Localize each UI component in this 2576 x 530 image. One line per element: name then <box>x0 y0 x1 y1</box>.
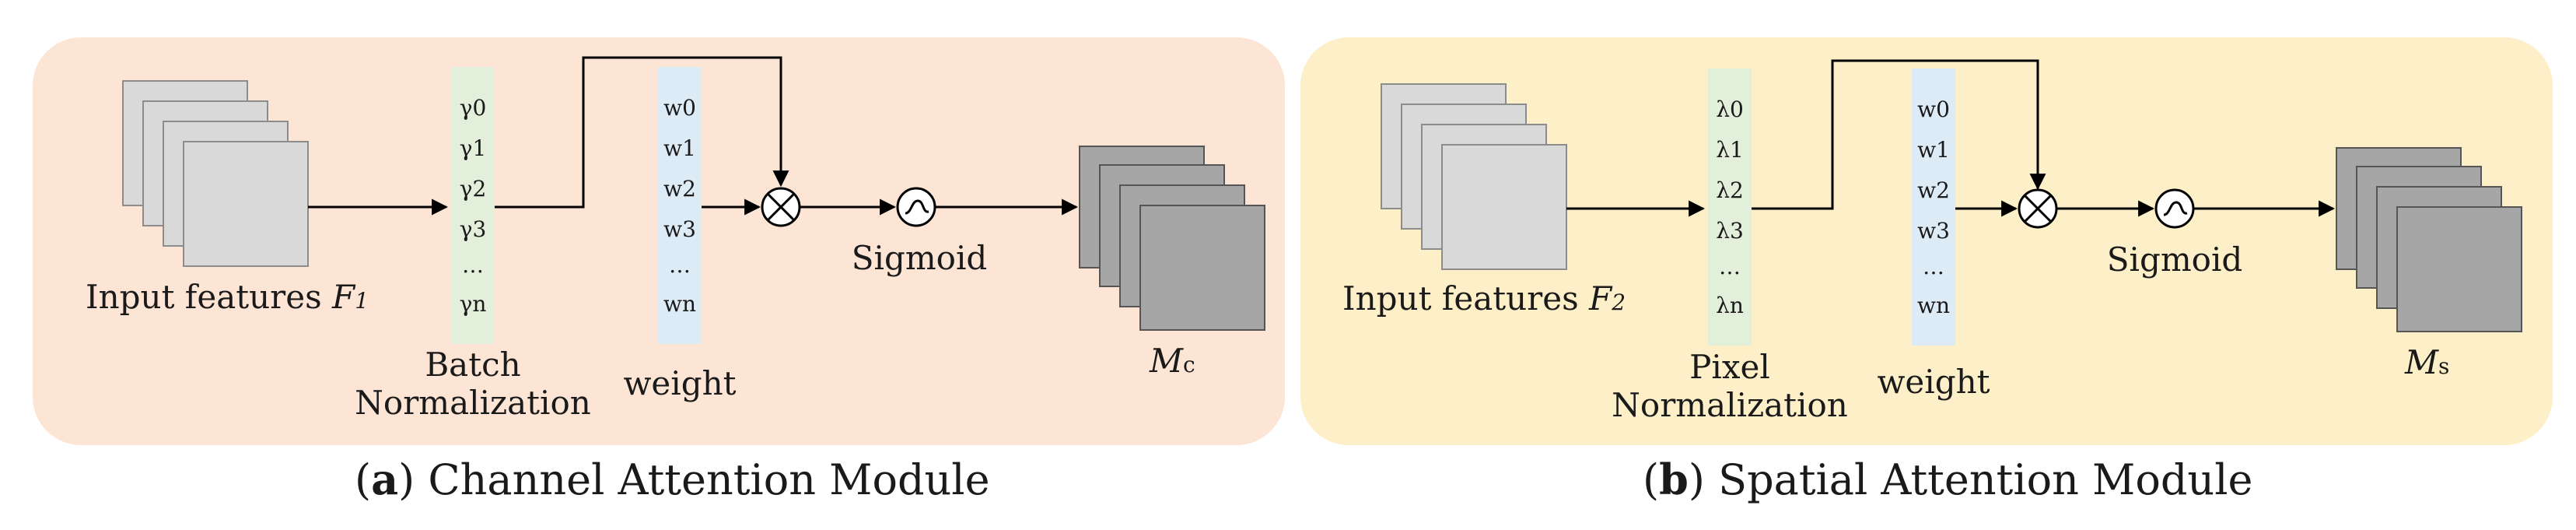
weight-value: w2 <box>1917 177 1950 203</box>
norm-value: γ2 <box>460 176 487 202</box>
input-feature-stack-b <box>1381 83 1567 270</box>
sigmoid-label-b: Sigmoid <box>2107 240 2243 279</box>
norm-label-a-line2: Normalization <box>355 384 591 422</box>
weight-label-b: weight <box>1877 363 1990 401</box>
norm-label-b-line1: Pixel <box>1689 348 1770 386</box>
norm-value: λ1 <box>1716 137 1744 163</box>
weight-value: w1 <box>663 135 696 161</box>
norm-bar-b <box>1708 68 1752 346</box>
norm-label-a-line1: Batch <box>425 346 520 384</box>
skip-connection-a <box>495 56 789 209</box>
skip-connection-b <box>1752 59 2046 210</box>
weight-value: wn <box>663 291 696 317</box>
panel-channel-attention: Input features F1 γ0 γ1 γ2 γ3 … γn Batch… <box>33 37 1285 445</box>
weight-label-a: weight <box>623 364 736 402</box>
caption-a: (a) Channel Attention Module <box>355 455 990 504</box>
input-label-b: Input features F2 <box>1342 279 1626 318</box>
norm-values-a: γ0 γ1 γ2 γ3 … γn <box>460 95 487 317</box>
norm-bar-a <box>451 67 495 344</box>
circled-times-icon <box>2018 188 2058 229</box>
norm-value: γ0 <box>460 95 487 121</box>
norm-value: γ1 <box>460 135 487 161</box>
norm-value: λn <box>1716 293 1744 318</box>
caption-text: Spatial Attention Module <box>1718 455 2253 504</box>
norm-value: γ3 <box>460 216 487 242</box>
weight-value: w0 <box>663 95 696 121</box>
weight-value: w0 <box>1917 97 1950 122</box>
output-feature-stack-b <box>2336 147 2522 332</box>
caption-text: Channel Attention Module <box>428 455 990 504</box>
weight-value: wn <box>1917 293 1950 318</box>
weight-bar-a <box>658 67 702 344</box>
weight-value: w1 <box>1917 137 1950 163</box>
weight-value: w3 <box>663 216 696 242</box>
panel-spatial-attention: Input features F2 λ0 λ1 λ2 λ3 … λn Pixel… <box>1300 37 2553 445</box>
sigmoid-curve-icon <box>896 187 936 227</box>
norm-value: λ0 <box>1716 97 1744 122</box>
weight-value: … <box>669 252 691 278</box>
weight-value: w2 <box>663 176 696 202</box>
circled-times-icon <box>761 187 801 227</box>
input-label-a: Input features F1 <box>86 278 369 316</box>
norm-value: γn <box>460 291 487 317</box>
weight-value: w3 <box>1917 218 1950 244</box>
norm-label-b-line2: Normalization <box>1612 386 1848 424</box>
norm-value: λ2 <box>1716 177 1744 203</box>
weight-values-a: w0 w1 w2 w3 … wn <box>663 95 696 317</box>
output-label-a: Mc <box>1149 342 1195 380</box>
output-label-b: Ms <box>2404 343 2449 381</box>
weight-bar-b <box>1912 68 1955 346</box>
output-feature-stack-a <box>1079 146 1265 331</box>
norm-value: λ3 <box>1716 218 1744 244</box>
weight-values-b: w0 w1 w2 w3 … wn <box>1917 97 1950 318</box>
attention-modules-diagram: Input features F1 γ0 γ1 γ2 γ3 … γn Batch… <box>33 37 2553 445</box>
norm-values-b: λ0 λ1 λ2 λ3 … λn <box>1716 97 1744 318</box>
sigmoid-label-a: Sigmoid <box>852 239 988 277</box>
caption-b: (b) Spatial Attention Module <box>1643 455 2253 504</box>
weight-value: … <box>1923 254 1944 279</box>
sigmoid-curve-icon <box>2154 188 2195 229</box>
caption-letter: a <box>371 455 399 504</box>
norm-value: … <box>1719 254 1741 279</box>
caption-letter: b <box>1659 455 1689 504</box>
norm-value: … <box>462 252 484 278</box>
input-feature-stack-a <box>122 80 309 267</box>
